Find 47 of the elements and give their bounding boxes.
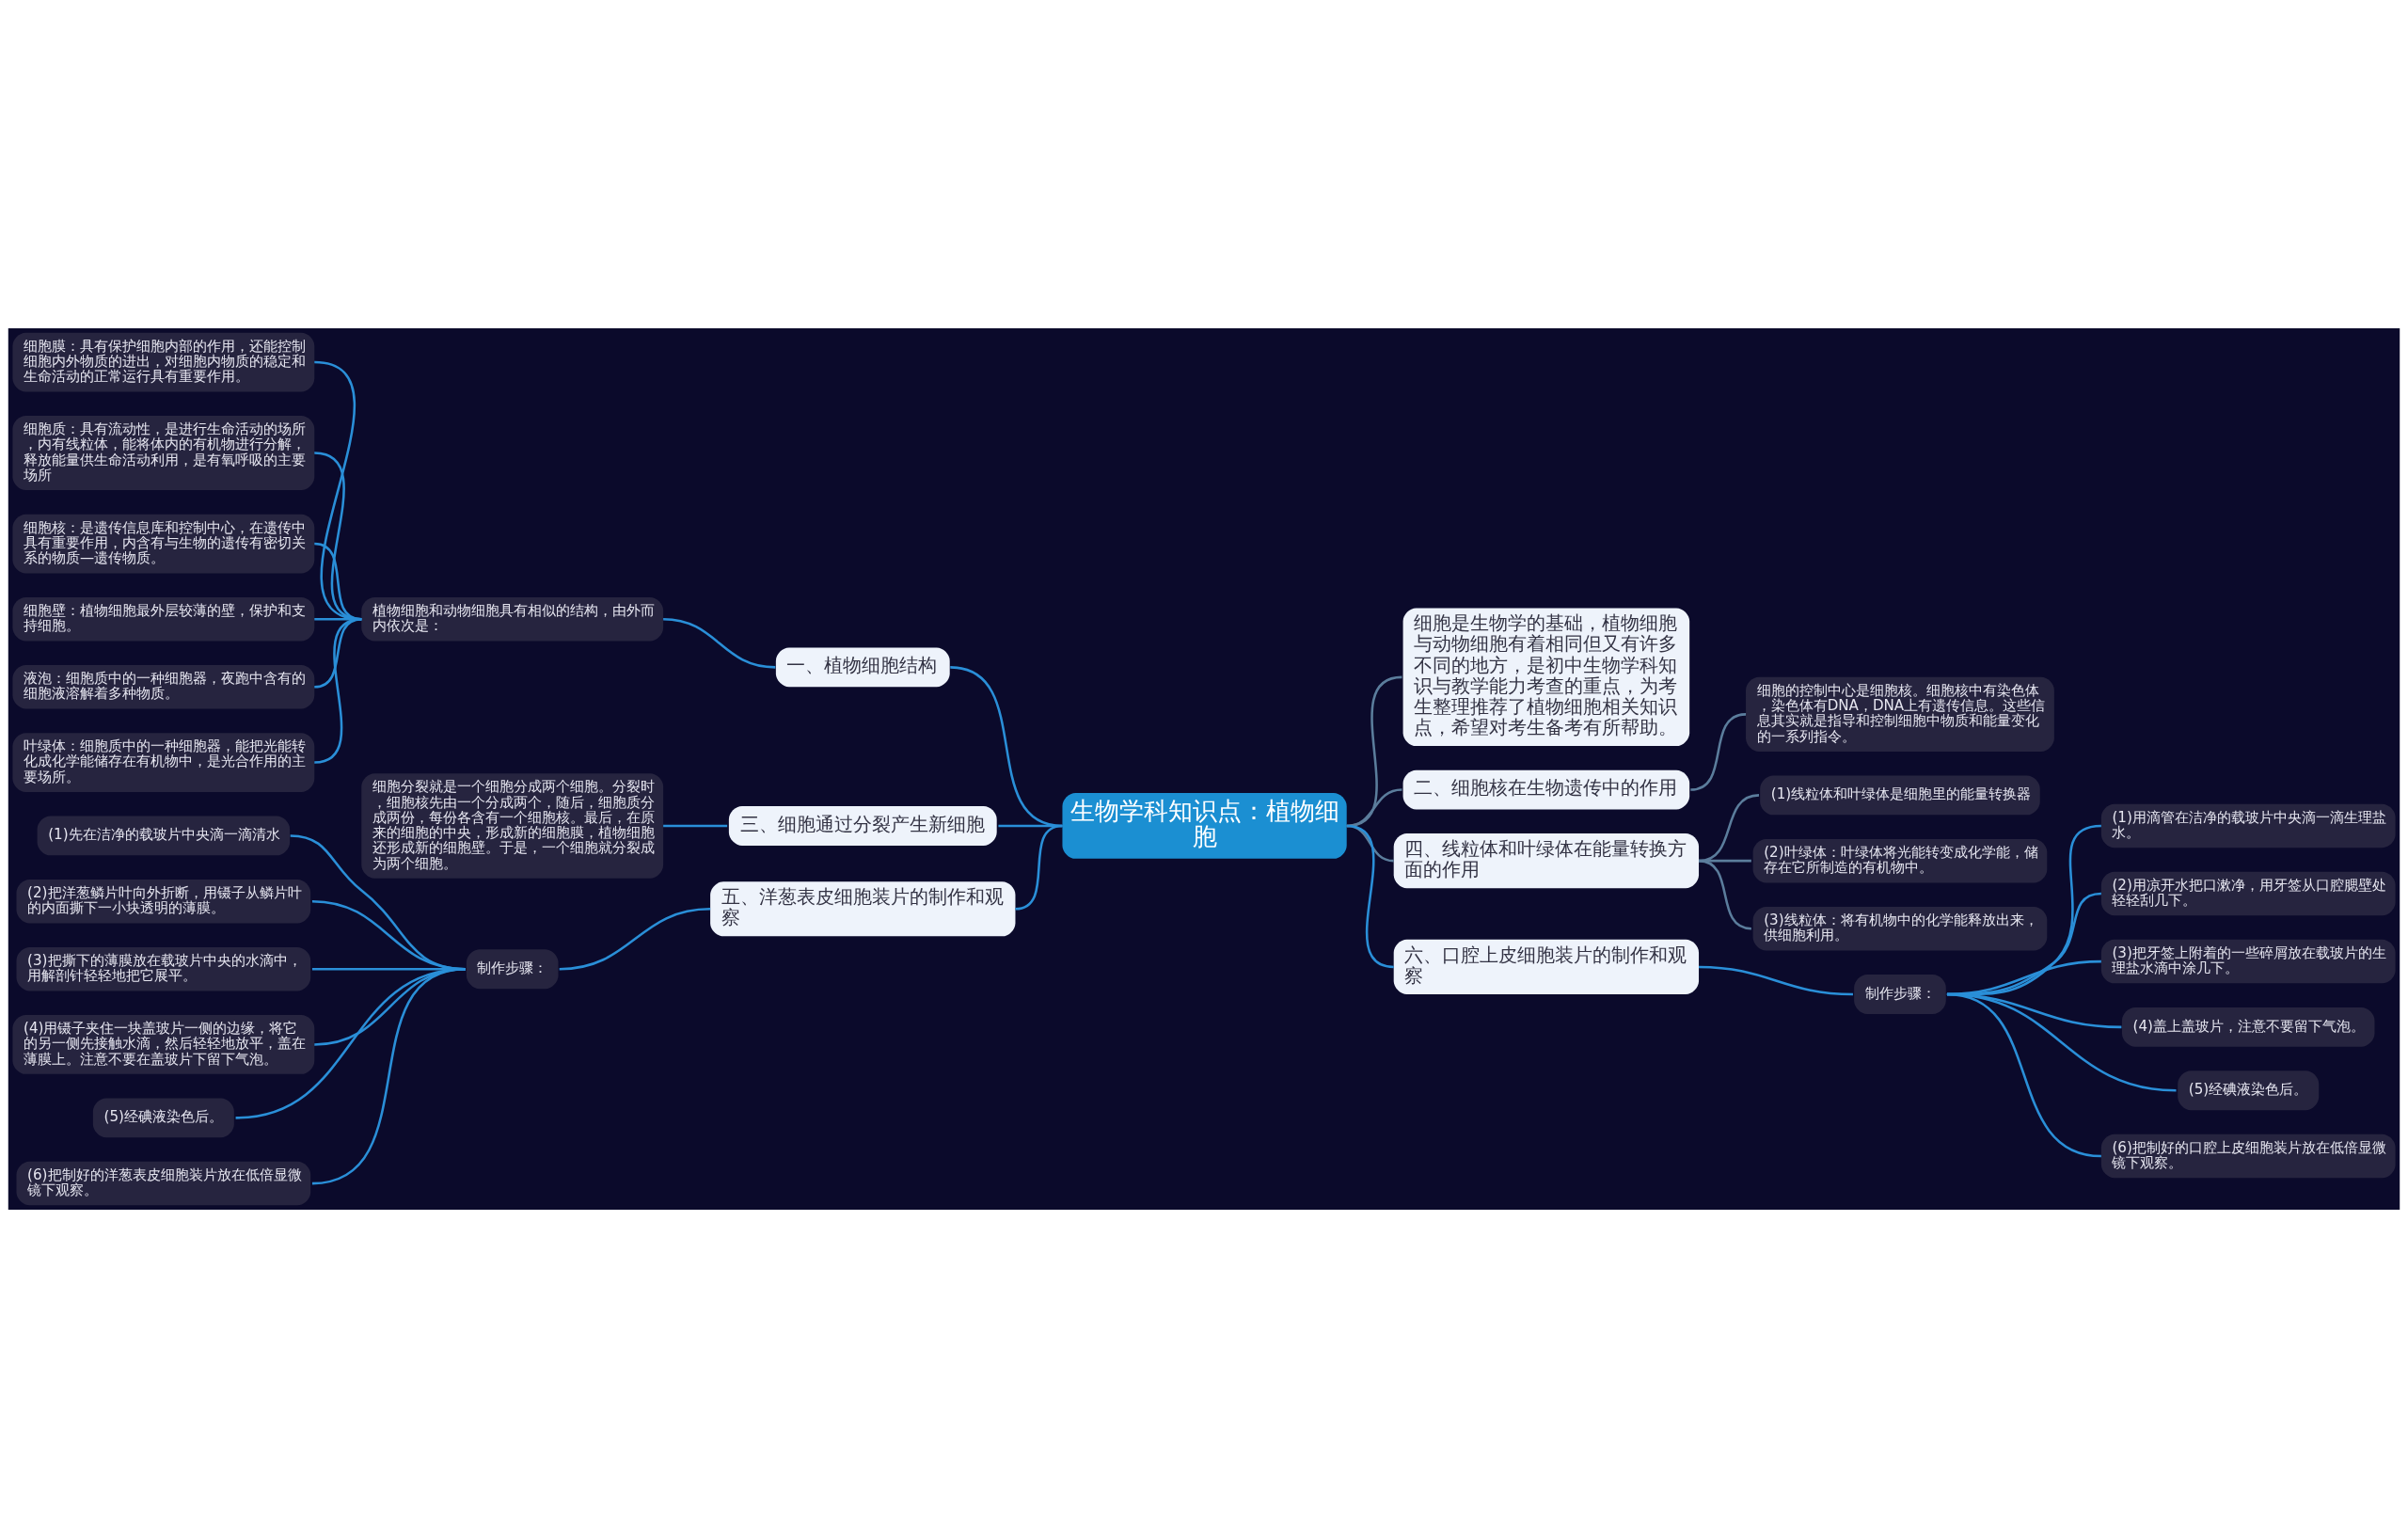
node-box: (2)把洋葱鳞片叶向外折断，用镊子从鳞片叶的内面撕下一小块透明的薄膜。 <box>16 879 311 924</box>
connector <box>1346 788 1402 828</box>
node-box: 细胞分裂就是一个细胞分成两个细胞。分裂时，细胞核先由一个分成两个，随后，细胞质分成两份，每份各含有一个细胞核。最后，在原来的细胞的中央，形成新的细胞膜，植物细胞还形成新的细胞壁。于是，一个细胞就分裂成为两个细胞。 <box>361 773 664 879</box>
node-box: 三、细胞通过分裂产生新细胞 <box>728 806 997 846</box>
node-box: 五、洋葱表皮细胞装片的制作和观察 <box>710 881 1016 937</box>
node-box: 细胞壁：植物细胞最外层较薄的壁，保护和支持细胞。 <box>12 597 315 642</box>
node-box: (3)把牙签上附着的一些碎屑放在载玻片的生理盐水滴中涂几下。 <box>2100 939 2396 984</box>
node-box: 植物细胞和动物细胞具有相似的结构，由外而内依次是： <box>361 597 664 642</box>
node-box: 二、细胞核在生物遗传中的作用 <box>1402 769 1690 810</box>
node-box: 生物学科知识点：植物细胞 <box>1062 793 1347 859</box>
node-box: (3)把撕下的薄膜放在载玻片中央的水滴中，用解剖针轻轻地把它展平。 <box>16 947 311 991</box>
connector <box>1015 824 1063 911</box>
connector <box>1946 992 2102 1158</box>
connector <box>311 967 466 1185</box>
node-box: (6)把制好的口腔上皮细胞装片放在低倍显微镜下观察。 <box>2100 1134 2396 1179</box>
node-box: (6)把制好的洋葱表皮细胞装片放在低倍显微镜下观察。 <box>16 1161 311 1206</box>
connector <box>1699 965 1853 996</box>
connector <box>559 908 711 971</box>
connector <box>314 617 362 764</box>
node-box: (5)经碘液染色后。 <box>92 1098 234 1138</box>
node-box: (2)叶绿体：叶绿体将光能转变成化学能，储存在它所制造的有机物中。 <box>1752 838 2048 883</box>
connector <box>1690 713 1747 791</box>
node-box: (5)经碘液染色后。 <box>2178 1070 2320 1111</box>
connector <box>1698 859 1752 930</box>
node-box: (4)用镊子夹住一块盖玻片一侧的边缘，将它的另一侧先接触水滴，然后轻轻地放平，盖在薄膜上。注意不要在盖玻片下留下气泡。 <box>12 1015 315 1074</box>
node-box: 制作步骤： <box>466 949 559 990</box>
connector <box>1346 824 1394 969</box>
node-box: 四、线粒体和叶绿体在能量转换方面的作用 <box>1393 833 1700 889</box>
connector <box>663 617 776 669</box>
node-box: (1)用滴管在洁净的载玻片中央滴一滴生理盐水。 <box>2100 803 2396 848</box>
node-box: (4)盖上盖玻片，注意不要留下气泡。 <box>2121 1007 2375 1047</box>
node-box: 细胞的控制中心是细胞核。细胞核中有染色体，染色体有DNA，DNA上有遗传信息。这些信息其实就是指导和控制细胞中物质和能量变化的一系列指令。 <box>1746 676 2054 752</box>
node-box: (1)线粒体和叶绿体是细胞里的能量转换器 <box>1760 775 2040 816</box>
node-box: 叶绿体：细胞质中的一种细胞器，能把光能转化成化学能储存在有机物中，是光合作用的主要场所。 <box>12 733 315 792</box>
node-box: 细胞核：是遗传信息库和控制中心，在遗传中具有重要作用，内含有与生物的遗传有密切关系的物质—遗传物质。 <box>12 514 315 574</box>
node-box: (3)线粒体：将有机物中的化学能释放出来，供细胞利用。 <box>1752 907 2048 951</box>
connector <box>663 824 728 828</box>
connector <box>1346 675 1402 828</box>
node-box: 一、植物细胞结构 <box>775 647 950 688</box>
node-box: (1)先在洁净的载玻片中央滴一滴清水 <box>37 816 291 856</box>
node-box: 细胞膜：具有保护细胞内部的作用，还能控制细胞内外物质的进出，对细胞内物质的稳定和生命活动的正常运行具有重要作用。 <box>12 332 315 392</box>
node-box: 制作步骤： <box>1854 975 1946 1014</box>
node-box: 细胞是生物学的基础，植物细胞与动物细胞有着相同但又有许多不同的地方，是初中生物学科知识与教学能力考查的重点，为考生整理推荐了植物细胞相关知识点，希望对考生备考有所帮助。 <box>1402 608 1690 747</box>
node-box: (2)用凉开水把口漱净，用牙签从口腔腮壁处轻轻刮几下。 <box>2100 871 2396 916</box>
node-box: 六、口腔上皮细胞装片的制作和观察 <box>1393 939 1700 994</box>
node-box: 细胞质：具有流动性，是进行生命活动的场所，内有线粒体，能将体内的有机物进行分解，释放能量供生命活动利用，是有氧呼吸的主要场所 <box>12 416 315 491</box>
node-box: 液泡：细胞质中的一种细胞器，夜跑中含有的细胞液溶解着多种物质。 <box>12 665 315 709</box>
